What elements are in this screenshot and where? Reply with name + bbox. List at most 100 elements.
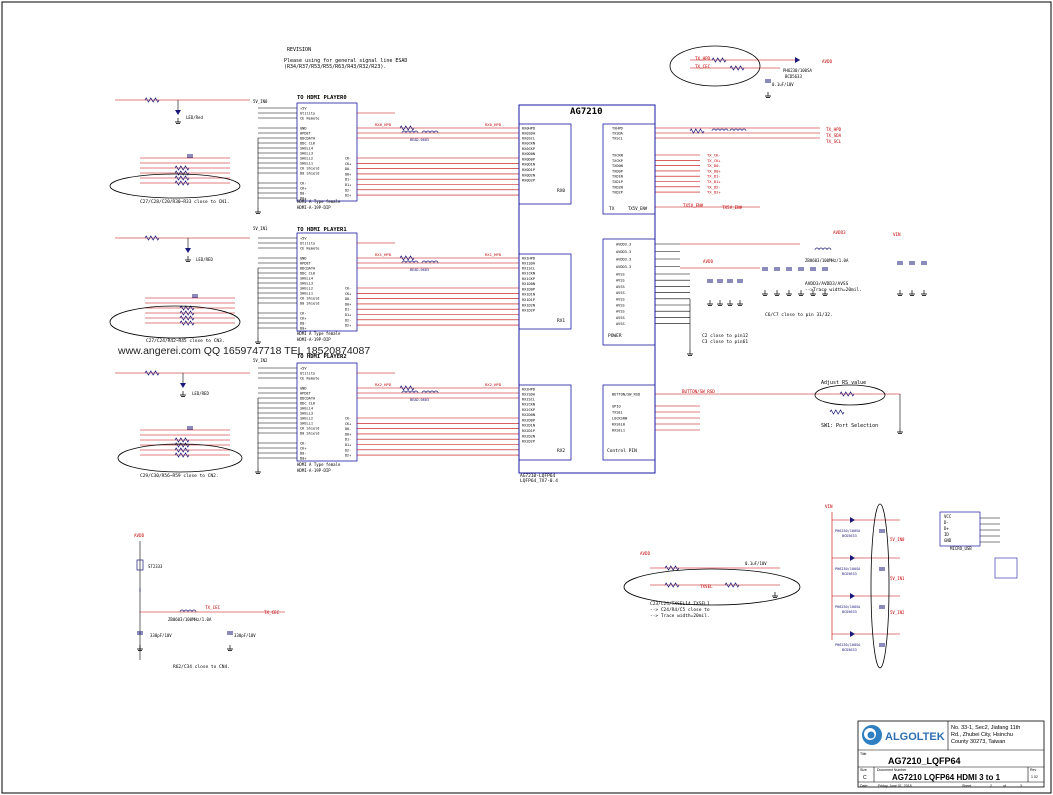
net-button: BUTTON/SW_RSD xyxy=(682,389,715,394)
rx-pin-label: RX1D1P xyxy=(522,298,535,302)
tx-diff-net: TX_D0+ xyxy=(707,168,721,173)
txsel-note-2: --> C24/R4/C5 close to xyxy=(650,607,710,613)
hdmi-pin-label: CE Remote xyxy=(300,247,319,251)
array-resistor xyxy=(179,320,195,326)
doc-value: AG7210 LQFP64 HDMI 3 to 1 xyxy=(892,773,1001,782)
led-diode-icon xyxy=(180,383,186,388)
hdmi-hpd-net: RX1_HPD xyxy=(375,252,392,257)
rx-pin-label: RX0SDA xyxy=(522,132,536,136)
power-pin-label: AVSS xyxy=(616,291,625,295)
hdmi-pin-label: HPDET xyxy=(300,132,312,136)
player0-title: TO HDMI PLAYER0 xyxy=(297,95,347,101)
net-avdd3: AVDD3 xyxy=(833,230,846,235)
rx-pin-label: RX2SCL xyxy=(522,398,535,402)
tx-diff-net: TX_D1+ xyxy=(707,179,721,184)
rx-pin-label: RX0D0N xyxy=(522,152,535,156)
tx-pin-label: TXD0N xyxy=(612,164,623,168)
hdmi-diff-pin-label: D0- xyxy=(345,297,351,301)
player1-dip: HDMI-A-19P-DIP xyxy=(297,337,331,342)
net-tx5v: TX5V_EN# xyxy=(683,203,704,208)
tx-diff-net: TX_D2+ xyxy=(707,190,721,195)
hdmi-pin-label: D0 Shield xyxy=(300,172,319,176)
q7-transistor-icon xyxy=(136,559,144,571)
hdmi-diff-pin-label: D1+ xyxy=(345,443,351,447)
hdmi-diff-pin-label: D0+ xyxy=(345,432,351,436)
player2-dip: HDMI-A-19P-DIP xyxy=(297,468,331,473)
rx-pin-label: RX0D2N xyxy=(522,173,535,177)
title-value: AG7210_LQFP64 xyxy=(888,756,961,766)
hdmi-diff-pin-label: D0+ xyxy=(345,172,351,176)
tx-pin-label: TXCKP xyxy=(612,159,623,163)
tx-pin-label: TXD0P xyxy=(612,169,623,173)
rx-hpd-net: RX1_HPD xyxy=(485,252,502,257)
rx-pin-label: RX1SDA xyxy=(522,262,536,266)
block-power xyxy=(602,238,656,346)
button-switch-body xyxy=(994,557,1018,579)
control-pin-label: GPIO xyxy=(612,405,621,409)
rx-hpd-net: RX0_HPD xyxy=(485,122,502,127)
net-avdd-q7: AVDD xyxy=(134,533,145,538)
hdmi-connector-body xyxy=(296,102,358,202)
block-rx2-label: RX2 xyxy=(557,448,565,454)
protection-diode-icon xyxy=(850,631,855,637)
hdmi-pin-label: HPDET xyxy=(300,392,312,396)
ferrite-bead xyxy=(401,130,419,134)
hdmi-pin-label: DDCDATA xyxy=(300,267,316,271)
protection-diode-icon xyxy=(850,517,855,523)
sw1-note: SW1: Port Selection xyxy=(821,423,878,429)
highlight-ellipse xyxy=(814,384,886,406)
hdmi-pin-label: DDCDATA xyxy=(300,397,316,401)
hdmi-pin-label: CK+ xyxy=(300,317,307,321)
tx-pin-label: TXSDA xyxy=(612,132,624,136)
hdmi-pin-label: CE Remote xyxy=(300,117,319,121)
net-tx-sda-right: TX_SDA xyxy=(826,133,842,138)
player0-dip: HDMI-A-19P-DIP xyxy=(297,205,331,210)
tx-pin-label: TXD2N xyxy=(612,185,623,189)
net-tx-cec-top: TX_CEC xyxy=(695,64,711,69)
highlight-ellipse xyxy=(669,45,761,87)
ferrite-pwr: ZB0603/100MHz/1.0A xyxy=(805,258,849,263)
array-resistor xyxy=(174,437,190,443)
hdmi-pin-label: D0- xyxy=(300,192,307,196)
power-pin-label: AVDD3.3 xyxy=(616,258,631,262)
c2-note: C2 close to pin12 xyxy=(702,333,748,339)
hdmi-diff-pin-label: CK+ xyxy=(345,422,351,426)
tx-pin-label: TXHPD xyxy=(612,127,623,131)
sheets-value: 3 xyxy=(1020,784,1022,788)
rx-pin-label: RX2SDA xyxy=(522,393,536,397)
tx-diff-net: TX_D0- xyxy=(707,163,721,168)
bead-part-label: BEAD-0603 xyxy=(410,268,429,272)
hdmi-hpd-net: RX0_HPD xyxy=(375,122,392,127)
net-avdd-txsel: AVDD xyxy=(640,551,651,556)
hdmi-diff-pin-label: D1+ xyxy=(345,183,351,187)
txsel-note-3: --> Trace width=20mil. xyxy=(650,613,710,619)
of-label: of xyxy=(1003,784,1006,788)
rx-pin-label: RX2D1N xyxy=(522,424,535,428)
player2-net: 5V_IN2 xyxy=(253,358,268,363)
cap-txsel: 0.1uF/10V xyxy=(745,561,767,566)
block-rx0-label: RX0 xyxy=(557,188,565,194)
ferrite-bead xyxy=(401,390,419,394)
control-pin-label: RXSEL0 xyxy=(612,423,625,427)
net-avdd-top: AVDD xyxy=(822,59,833,64)
net-tx-hpd-right: TX_HPD xyxy=(826,127,842,132)
rx-pin-label: RX0CKN xyxy=(522,142,535,146)
highlight-ellipse xyxy=(623,568,801,606)
hdmi-pin-label: SHELL4 xyxy=(300,147,313,151)
bead-part-label: BEAD-0603 xyxy=(410,138,429,142)
diode-part-label: BCD5633 xyxy=(842,572,857,576)
hdmi-pin-label: CK+ xyxy=(300,187,307,191)
bead-part-label: BEAD-0603 xyxy=(410,398,429,402)
net-txsel: TXSEL xyxy=(700,584,713,589)
led-resistor xyxy=(144,97,160,103)
near-cn1-note: C27/C28/C20/R30~R33 close to CN1. xyxy=(140,199,229,205)
array-resistor xyxy=(174,442,190,448)
array-resistor xyxy=(174,447,190,453)
block-rx2 xyxy=(518,384,572,461)
led-diode-icon xyxy=(185,248,191,253)
tx5v-pin-label: TX5V_EN# xyxy=(628,206,648,211)
control-pin-label: LOCKSRW xyxy=(612,417,628,421)
hdmi-pin-label: +5V xyxy=(300,107,307,111)
hdmi-pin-label: DDC CLK xyxy=(300,402,316,406)
